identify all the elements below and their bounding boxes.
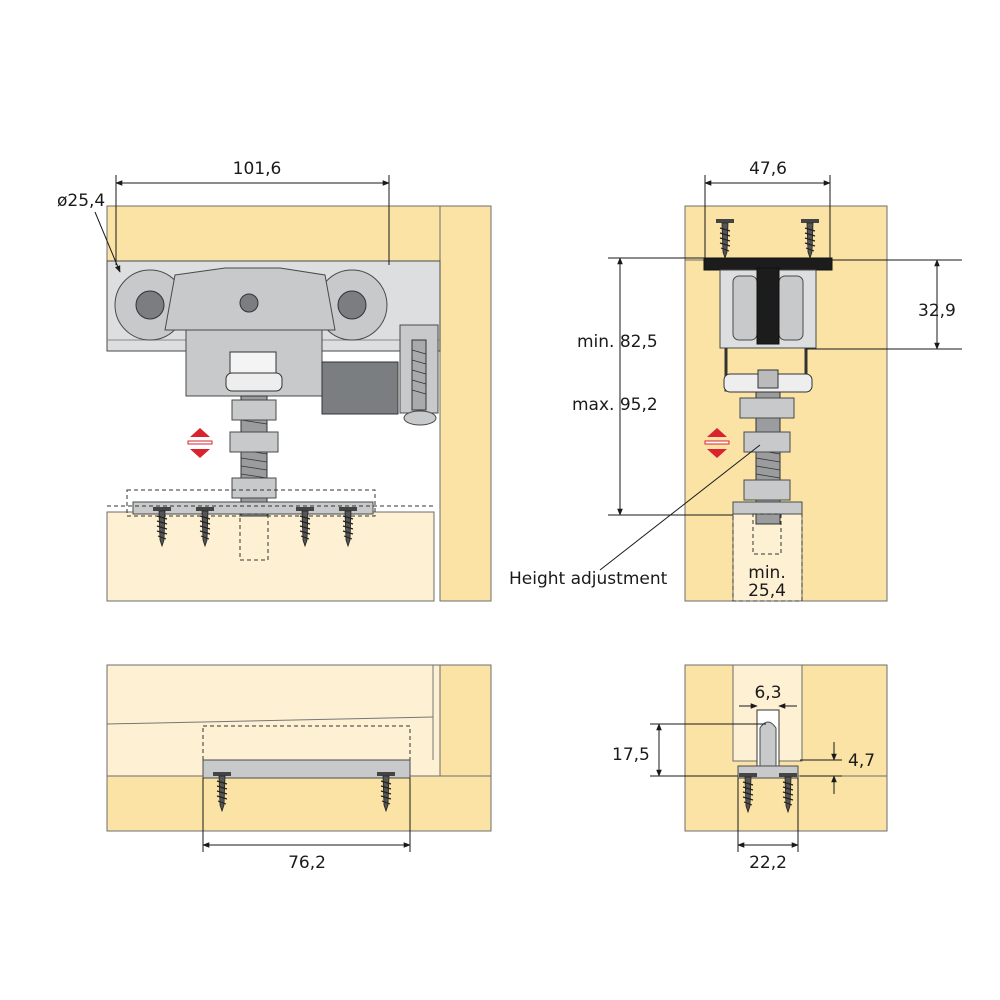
dim-track-height: 32,9 — [918, 301, 956, 321]
dim-max-clearance: max. 95,2 — [572, 395, 658, 415]
dim-bottom-guide-width: 76,2 — [288, 853, 326, 873]
bottom-guide — [202, 759, 411, 779]
front-view-bottom: 76,2 — [106, 664, 492, 873]
nut-middle — [229, 431, 279, 453]
dim-guide-base-width: 22,2 — [749, 853, 787, 873]
side-view-bottom: 6,3 17,5 4,7 22,2 — [612, 664, 888, 873]
dim-guide-height: 17,5 — [612, 745, 650, 765]
up-down-arrow-icon — [187, 428, 213, 458]
side-jamb-wood — [439, 205, 492, 602]
dim-door-thickness-label: min. — [748, 563, 785, 583]
nut-lower — [231, 477, 277, 499]
dim-wheel-diameter: ø25,4 — [57, 191, 105, 211]
dim-wheel-spacing: 101,6 — [233, 159, 282, 179]
wheel-right — [316, 269, 388, 341]
dim-guide-recess: 4,7 — [848, 751, 875, 771]
header-wood — [106, 205, 492, 262]
dim-min-clearance: min. 82,5 — [577, 332, 658, 352]
stopper — [321, 361, 399, 415]
front-view-top: 101,6 ø25,4 — [57, 159, 492, 602]
side-view-top: 47,6 32,9 min. 82,5 max. 95,2 min. 25,4 … — [509, 159, 962, 602]
height-adjustment-label: Height adjustment — [509, 569, 668, 589]
up-down-arrow-icon — [704, 428, 730, 458]
floor-wood — [106, 775, 492, 832]
header-wood-side — [684, 205, 888, 261]
dim-door-thickness-value: 25,4 — [748, 581, 786, 601]
nut-upper — [231, 399, 277, 421]
dim-side-width: 47,6 — [749, 159, 787, 179]
door-edge — [732, 511, 803, 602]
dim-guide-slot: 6,3 — [754, 683, 781, 703]
door-panel — [106, 511, 435, 602]
